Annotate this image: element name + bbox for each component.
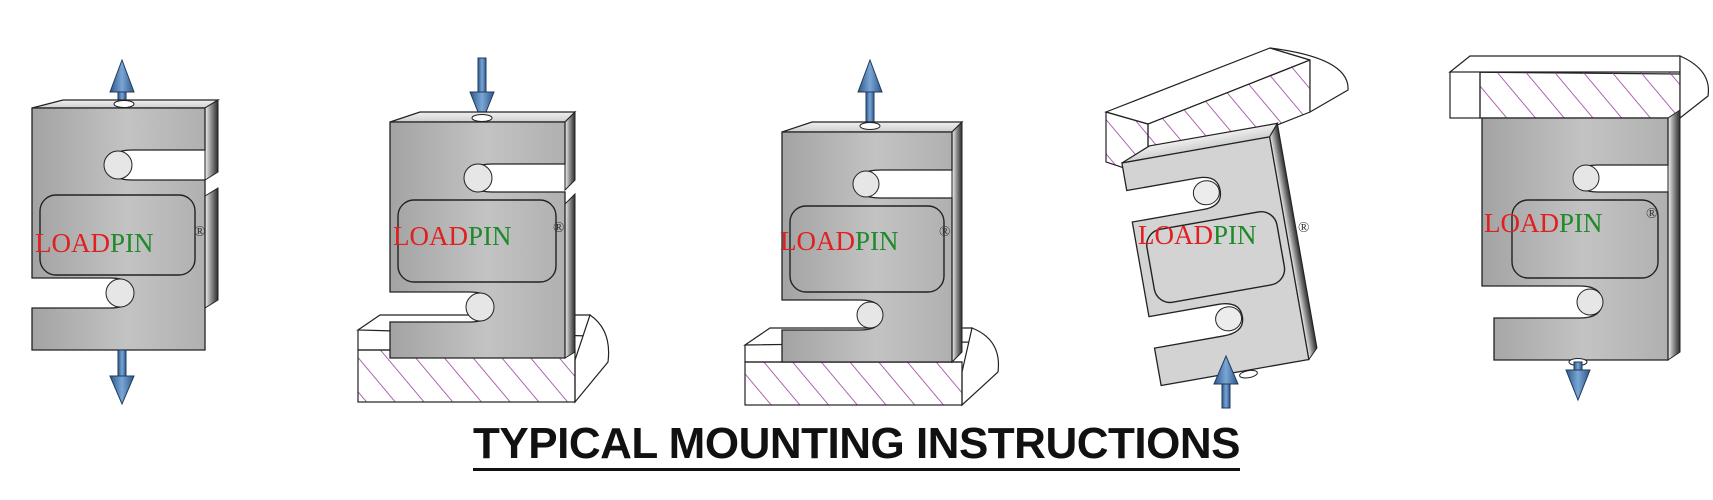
registered-mark: ® — [553, 220, 564, 236]
brand-part2: PIN — [1213, 220, 1257, 250]
registered-mark: ® — [194, 224, 205, 240]
figure-caption: TYPICAL MOUNTING INSTRUCTIONS — [0, 422, 1713, 471]
figure-5-tension-top-fixture: LOADPIN ® — [1448, 55, 1710, 402]
brand-part2: PIN — [1559, 208, 1603, 238]
brand-part2: PIN — [855, 226, 899, 256]
brand-part1: LOAD — [1138, 220, 1213, 250]
brand-part2: PIN — [468, 221, 512, 251]
registered-mark: ® — [1646, 206, 1657, 222]
brand-logo: LOADPIN — [780, 226, 899, 256]
brand-part2: PIN — [110, 228, 154, 258]
figure-2-compression-base: LOADPIN ® — [356, 57, 610, 404]
brand-part1: LOAD — [35, 228, 110, 258]
registered-mark: ® — [1298, 220, 1309, 236]
brand-logo: LOADPIN — [393, 221, 512, 251]
arrow-down-icon — [109, 349, 135, 406]
brand-part1: LOAD — [780, 226, 855, 256]
mounting-top-fixture — [1448, 55, 1710, 120]
arrow-down-icon — [469, 57, 495, 124]
arrow-up-icon — [857, 58, 883, 125]
brand-logo: LOADPIN — [1138, 220, 1257, 250]
brand-logo: LOADPIN — [1484, 208, 1603, 238]
figure-4-compression-top-fixture: LOADPIN ® — [1104, 47, 1349, 409]
figure-1-tension: LOADPIN ® — [31, 58, 221, 406]
caption-text: TYPICAL MOUNTING INSTRUCTIONS — [473, 422, 1240, 471]
brand-part1: LOAD — [1484, 208, 1559, 238]
figure-3-tension-base: LOADPIN ® — [743, 58, 1000, 407]
arrow-down-icon — [1565, 361, 1591, 402]
brand-logo: LOADPIN — [35, 228, 154, 258]
brand-part1: LOAD — [393, 221, 468, 251]
arrow-up-icon — [1213, 354, 1239, 409]
registered-mark: ® — [939, 224, 950, 240]
